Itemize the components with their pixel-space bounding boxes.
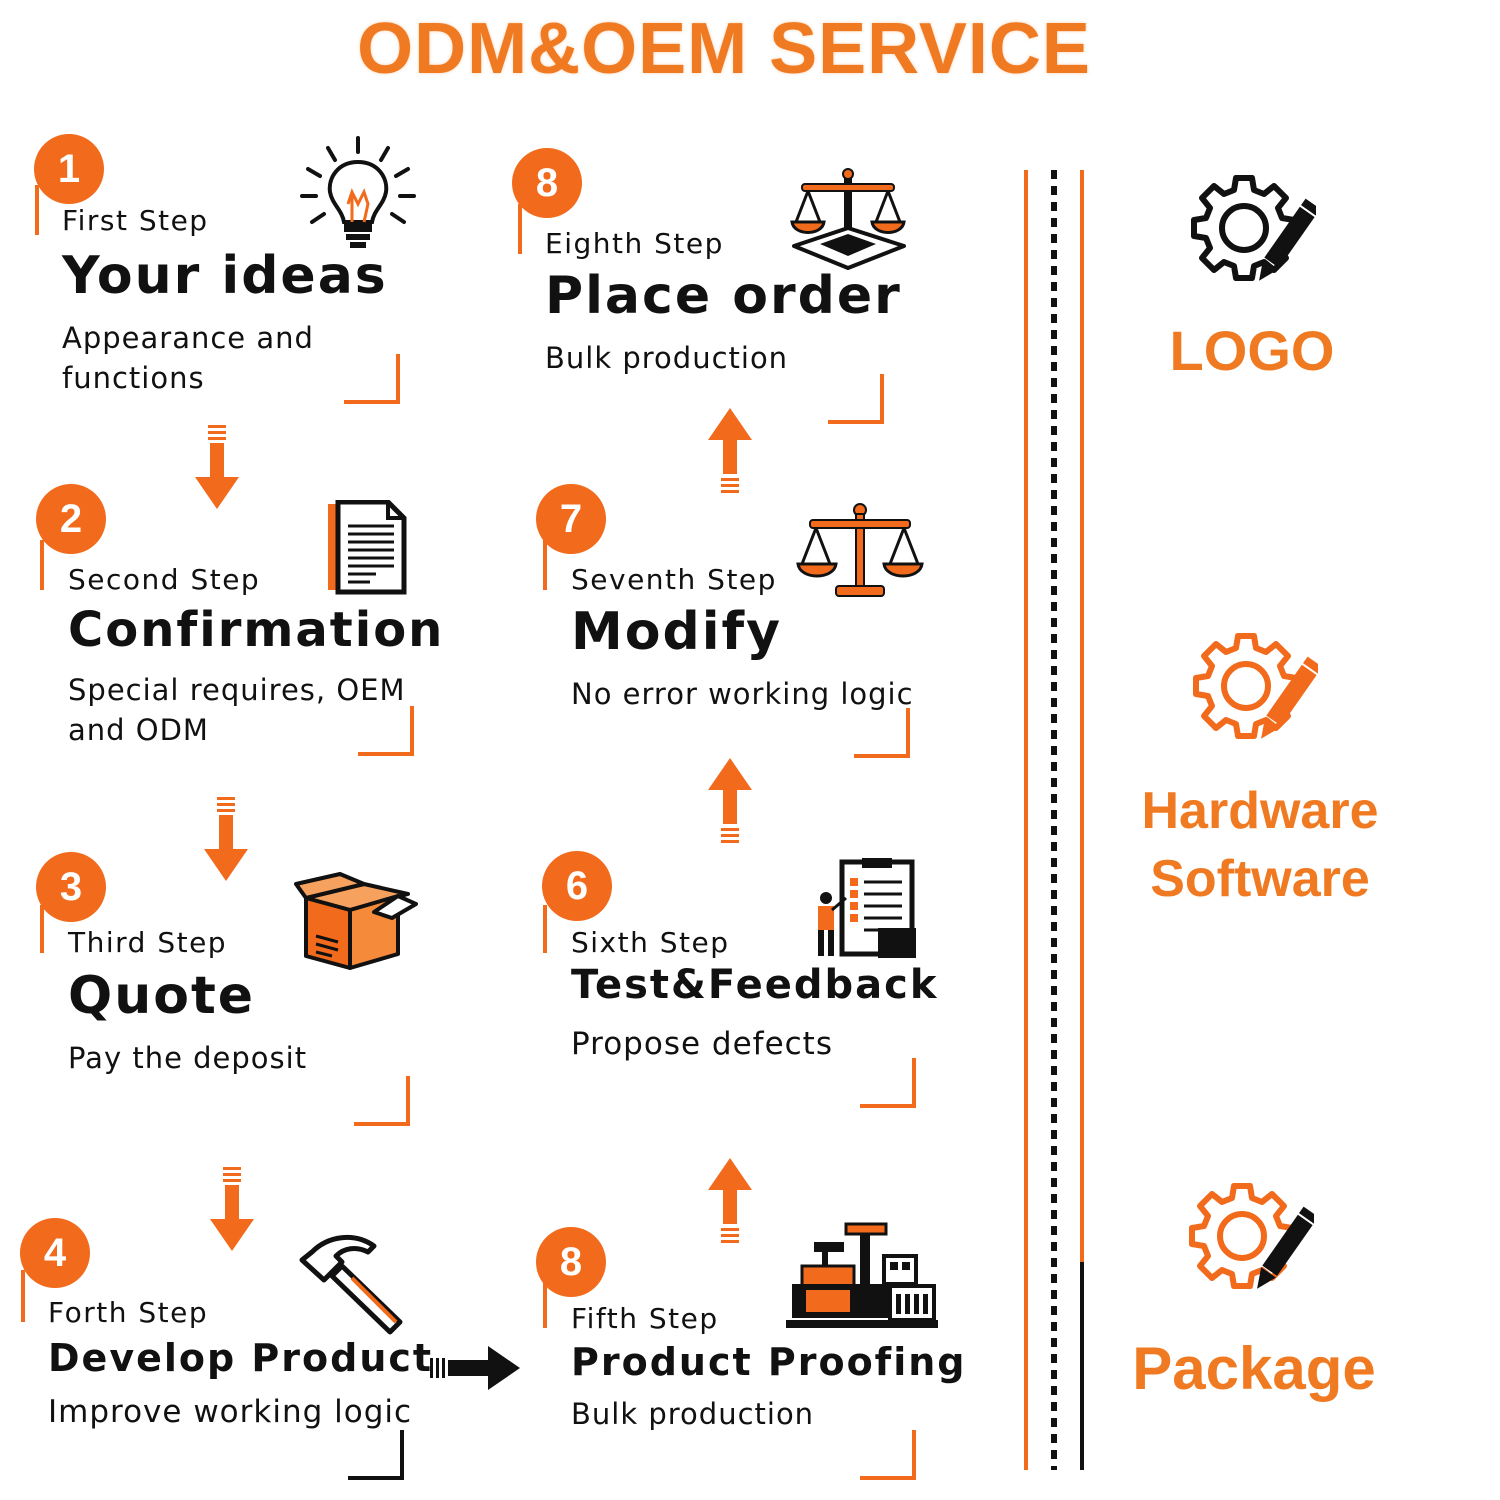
service-label-line2: Software bbox=[1150, 850, 1370, 908]
service-label: Hardware bbox=[1141, 782, 1379, 840]
checklist-icon bbox=[818, 858, 916, 958]
step-number-badge: 8 bbox=[512, 148, 582, 218]
step-description: Improve working logic bbox=[48, 1394, 413, 1430]
arrow-up bbox=[708, 1158, 752, 1243]
badge-stem bbox=[543, 538, 547, 590]
step-number-badge: 8 bbox=[536, 1227, 606, 1297]
step-label: First Step bbox=[62, 204, 209, 237]
scale-base-icon bbox=[790, 168, 906, 270]
step-label: Forth Step bbox=[48, 1296, 209, 1329]
page-title: ODM&OEM SERVICE bbox=[357, 9, 1091, 89]
step-number-badge: 4 bbox=[20, 1218, 90, 1288]
arrow-up bbox=[708, 758, 752, 843]
step-heading: Modify bbox=[571, 602, 783, 662]
badge-stem bbox=[40, 540, 44, 590]
corner-bracket bbox=[860, 1430, 916, 1480]
step-label: Third Step bbox=[68, 926, 228, 959]
badge-stem bbox=[35, 185, 39, 235]
corner-bracket bbox=[344, 354, 400, 404]
arrow-down bbox=[195, 425, 239, 509]
factory-icon bbox=[786, 1222, 938, 1328]
scale-icon bbox=[796, 503, 924, 597]
badge-stem bbox=[543, 905, 547, 953]
step-heading: Develop Product bbox=[48, 1336, 434, 1380]
arrow-down bbox=[204, 797, 248, 881]
arrow-down bbox=[210, 1167, 254, 1251]
corner-bracket bbox=[828, 374, 884, 424]
step-description: Propose defects bbox=[571, 1026, 833, 1062]
hammer-icon bbox=[299, 1234, 403, 1335]
arrow-right bbox=[430, 1346, 520, 1390]
badge-stem bbox=[40, 905, 44, 953]
badge-stem bbox=[21, 1270, 25, 1322]
separator-line-right bbox=[1080, 170, 1084, 1470]
step-heading: Product Proofing bbox=[571, 1340, 967, 1384]
step-heading: Your ideas bbox=[62, 246, 388, 306]
corner-bracket bbox=[358, 706, 414, 756]
step-number-badge: 7 bbox=[536, 484, 606, 554]
arrow-up bbox=[708, 408, 752, 493]
step-description: Special requires, OEM bbox=[68, 673, 406, 707]
step-label: Sixth Step bbox=[571, 926, 730, 959]
gear-pencil-icon bbox=[1193, 633, 1318, 739]
step-number-badge: 1 bbox=[34, 134, 104, 204]
badge-stem bbox=[518, 204, 522, 254]
gear-pencil-icon bbox=[1191, 175, 1316, 281]
badge-stem bbox=[543, 1280, 547, 1328]
step-label: Seventh Step bbox=[571, 563, 777, 596]
step-description: Bulk production bbox=[545, 341, 789, 375]
step-heading: Confirmation bbox=[68, 602, 445, 658]
step-heading: Test&Feedback bbox=[571, 962, 939, 1008]
corner-bracket bbox=[860, 1058, 916, 1108]
lightbulb-icon bbox=[300, 136, 416, 248]
step-description-line2: and ODM bbox=[68, 713, 209, 747]
step-heading: Place order bbox=[545, 266, 902, 326]
corner-bracket bbox=[354, 1076, 410, 1126]
step-description: Appearance and bbox=[62, 321, 314, 355]
separator-line-dashed bbox=[1051, 170, 1057, 1470]
box-icon bbox=[294, 872, 418, 970]
step-description: No error working logic bbox=[571, 677, 914, 711]
step-heading: Quote bbox=[68, 966, 256, 1026]
corner-bracket bbox=[854, 708, 910, 758]
step-number-badge: 6 bbox=[542, 851, 612, 921]
step-label: Eighth Step bbox=[545, 227, 724, 260]
step-description: Pay the deposit bbox=[68, 1041, 308, 1075]
separator-line-orange bbox=[1024, 170, 1028, 1470]
step-number-badge: 3 bbox=[36, 852, 106, 922]
corner-bracket bbox=[348, 1430, 404, 1480]
gear-pencil-icon bbox=[1189, 1183, 1314, 1289]
step-number-badge: 2 bbox=[36, 484, 106, 554]
step-description-line2: functions bbox=[62, 361, 205, 395]
step-description: Bulk production bbox=[571, 1397, 815, 1431]
service-label: Package bbox=[1132, 1335, 1376, 1402]
step-label: Fifth Step bbox=[571, 1302, 719, 1335]
document-icon bbox=[328, 500, 407, 595]
service-label: LOGO bbox=[1169, 319, 1335, 382]
step-label: Second Step bbox=[68, 563, 261, 596]
